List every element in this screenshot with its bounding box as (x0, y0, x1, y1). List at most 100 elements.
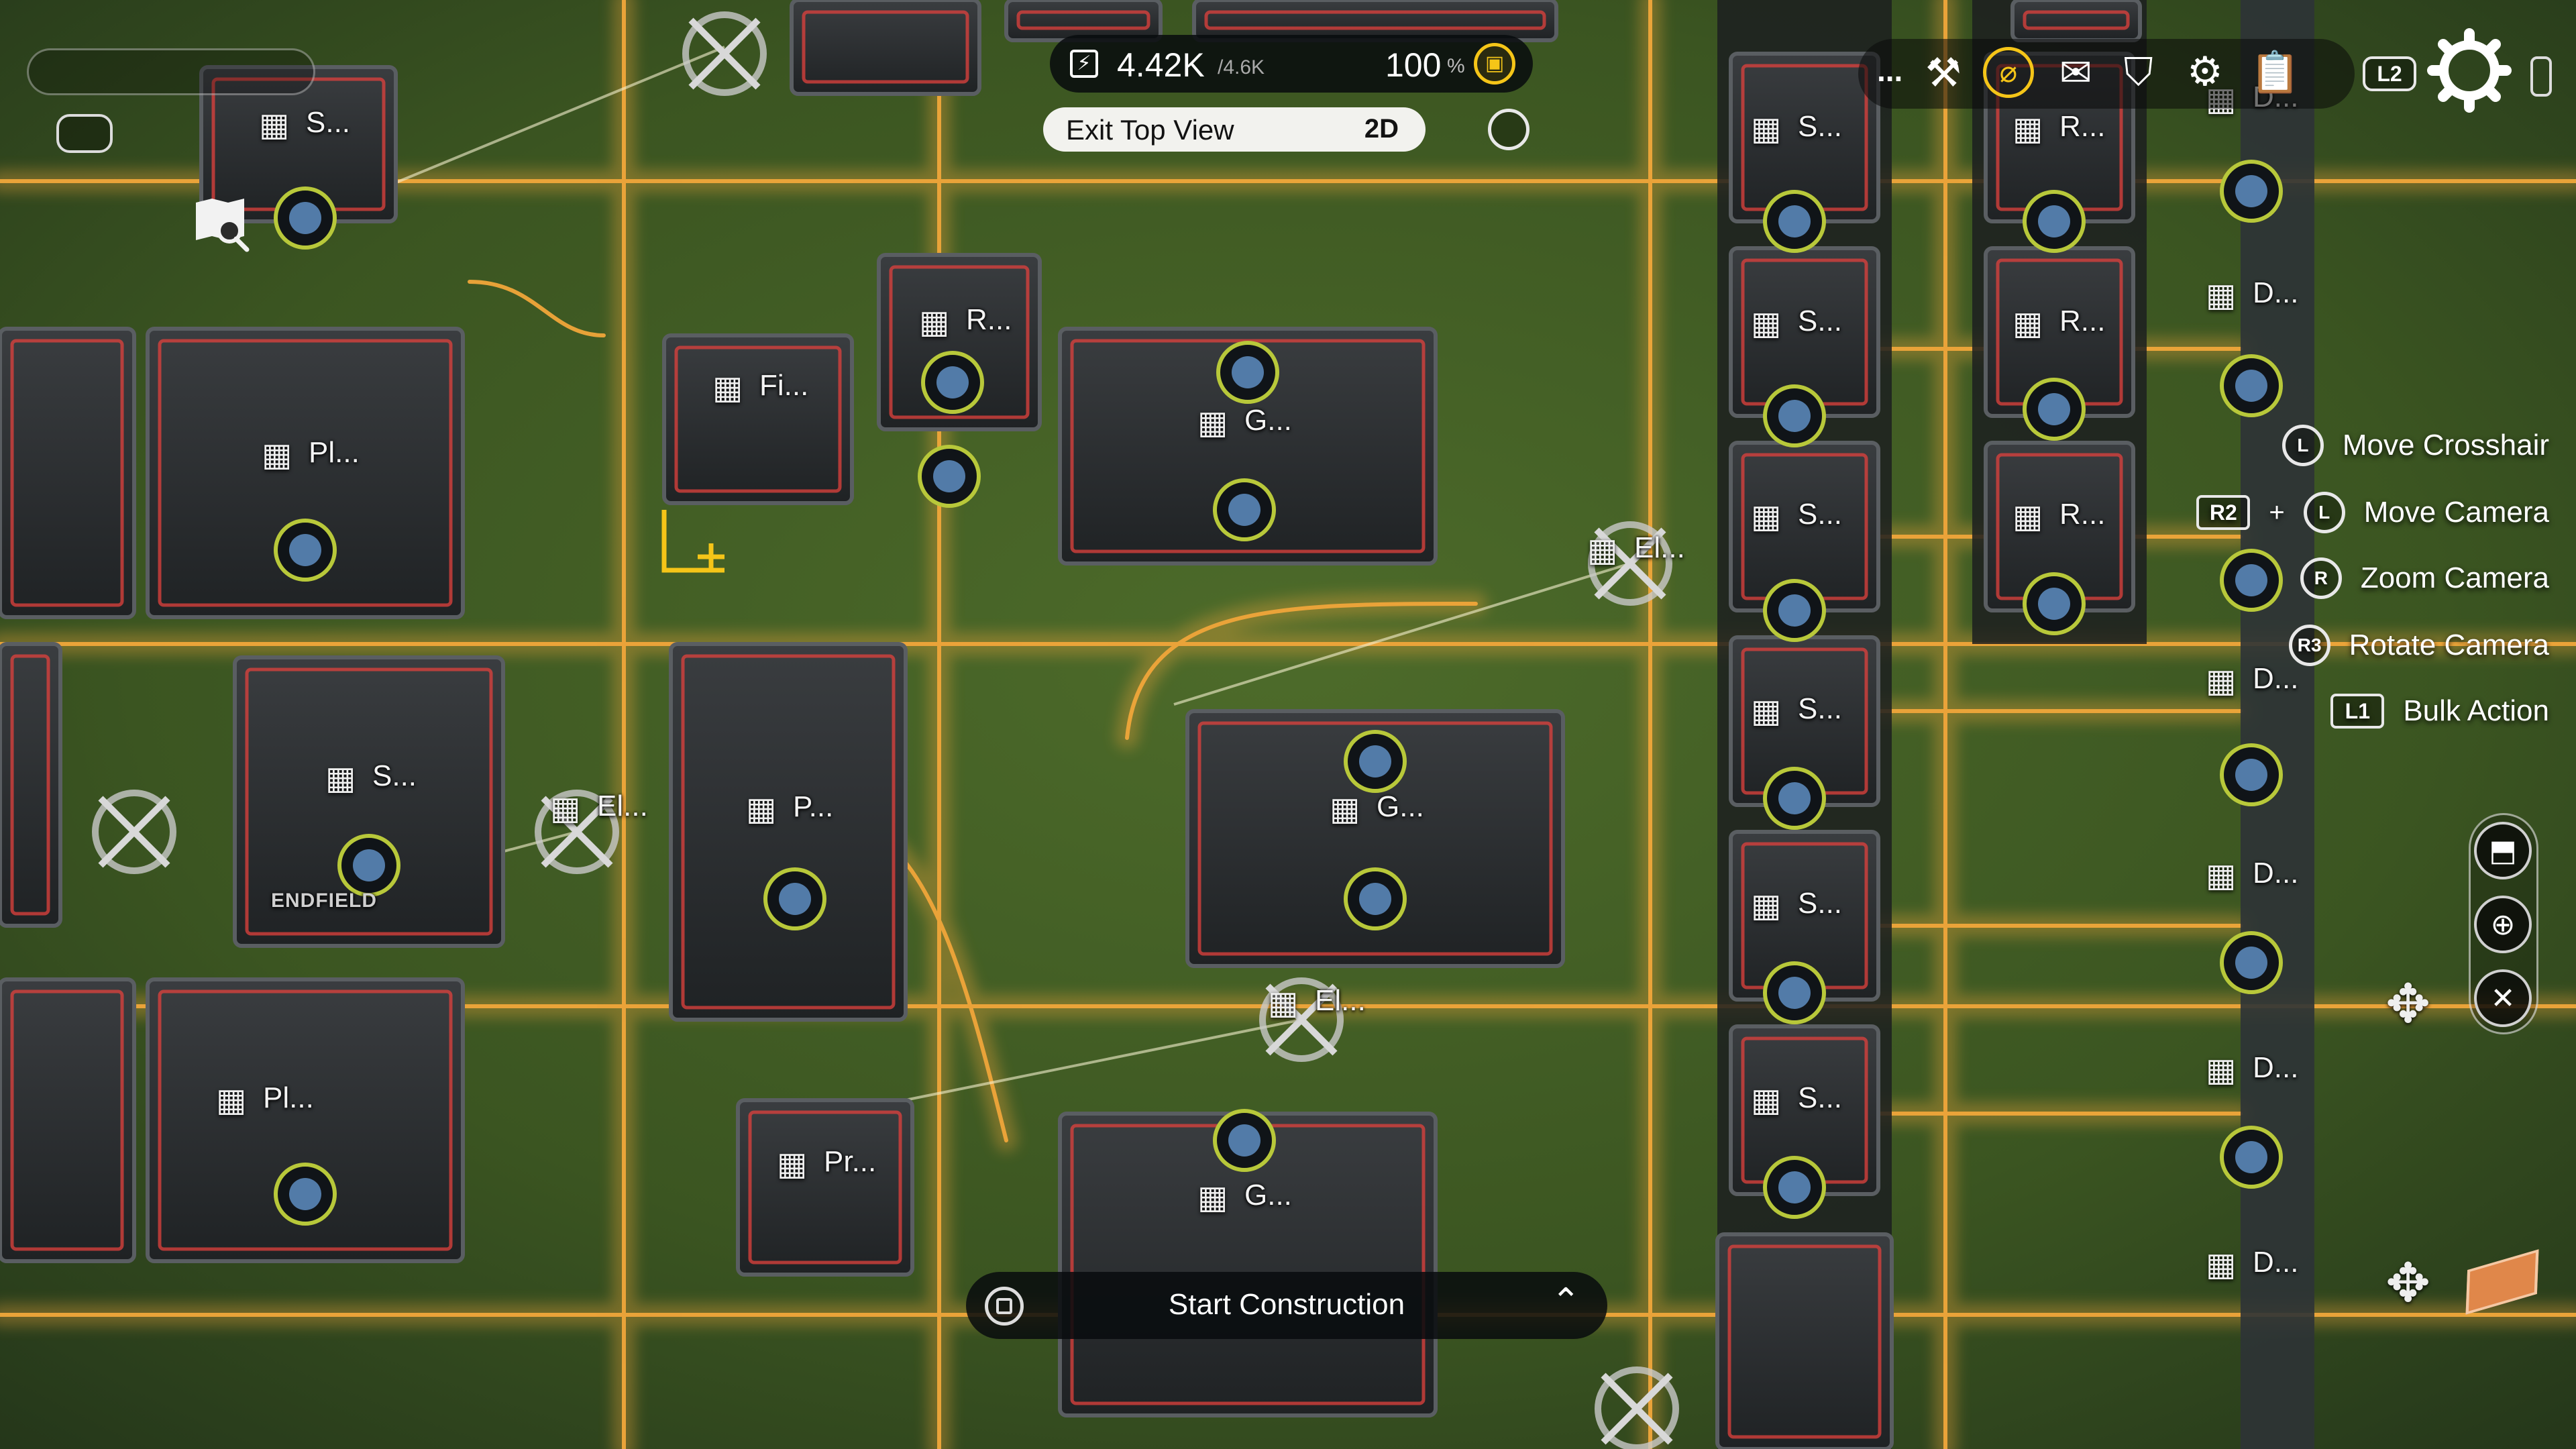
more-icon[interactable]: ... (1877, 53, 1903, 88)
item-marker (2220, 549, 2283, 612)
factory-building[interactable] (1004, 0, 1163, 42)
building-type-icon: ▦ (262, 437, 292, 473)
item-marker (1344, 867, 1407, 930)
dismantle-icon[interactable]: ✕ (2474, 969, 2532, 1027)
relay-pylon[interactable] (92, 790, 176, 874)
controller-button-l: L (2282, 425, 2324, 466)
building-label: Pl... (309, 436, 360, 469)
building-type-icon: ▦ (1751, 1083, 1782, 1118)
factory-building[interactable] (146, 327, 465, 619)
tool-logistics-icon[interactable]: ⚒ (1925, 50, 1962, 95)
building-type-icon: ▦ (712, 370, 743, 406)
control-hint-label: Zoom Camera (2360, 561, 2549, 594)
item-marker (274, 1163, 337, 1226)
factory-building[interactable] (662, 333, 854, 505)
building-type-icon: ▦ (1751, 694, 1782, 729)
item-marker (1763, 579, 1826, 642)
building-label: R... (2059, 110, 2106, 143)
side-tool-panel: ⬒ ⊕ ✕ (2469, 813, 2538, 1034)
settings-gear-icon[interactable] (2427, 28, 2512, 113)
item-marker (1344, 730, 1407, 793)
building-type-icon: ▦ (1268, 985, 1299, 1021)
item-marker (2220, 931, 2283, 994)
map-search-icon[interactable] (192, 196, 252, 252)
factory-building[interactable] (669, 642, 908, 1022)
factory-building[interactable] (736, 1098, 914, 1277)
factory-building[interactable] (146, 977, 465, 1263)
building-type-icon: ▦ (2206, 858, 2237, 894)
factory-building[interactable] (790, 0, 981, 96)
start-construction-label: Start Construction (1168, 1288, 1405, 1321)
dpad-icon: ✥ (2385, 974, 2431, 1034)
tool-power-icon[interactable]: ⌀ (1983, 47, 2034, 98)
controller-button-r: R (2300, 557, 2342, 599)
expand-up-icon[interactable]: ⌃ (1551, 1282, 1580, 1321)
building-label: Pr... (824, 1145, 877, 1178)
item-marker (1213, 478, 1276, 541)
relay-pylon[interactable] (1588, 521, 1672, 606)
building-label: D... (2253, 857, 2299, 890)
relay-pylon[interactable] (682, 11, 767, 96)
building-type-icon: ▦ (1751, 111, 1782, 147)
tool-clipboard-icon[interactable]: 📋 (2250, 50, 2300, 95)
building-label: S... (1798, 692, 1843, 725)
relay-pylon[interactable] (1595, 1366, 1679, 1449)
factory-building[interactable] (0, 642, 62, 928)
building-label: G... (1244, 404, 1292, 437)
factory-building[interactable] (0, 327, 136, 619)
building-type-icon: ▦ (746, 792, 777, 827)
right-stick-icon[interactable] (1488, 109, 1529, 150)
building-label: S... (1798, 305, 1843, 337)
menu-handle-icon[interactable] (2530, 56, 2552, 97)
building-label: P... (793, 790, 834, 823)
tool-gear-icon[interactable]: ⚙ (2187, 49, 2223, 94)
building-label: R... (2059, 498, 2106, 531)
top-toolbar: ... ⚒ ⌀ ✉ ⛉ ⚙ 📋 (1858, 39, 2355, 109)
blueprint-icon[interactable]: ⬒ (2474, 822, 2532, 879)
factory-building[interactable] (1715, 1232, 1894, 1449)
item-marker (2220, 354, 2283, 417)
building-type-icon: ▦ (1330, 792, 1360, 827)
tool-mail-icon[interactable]: ✉ (2059, 51, 2092, 95)
start-construction-bar[interactable]: Start Construction ⌃ (966, 1272, 1607, 1339)
l2-button[interactable]: L2 (2363, 56, 2416, 91)
menu-grille-icon[interactable] (56, 114, 113, 153)
factory-building[interactable] (2010, 0, 2142, 42)
relay-pylon[interactable] (535, 790, 619, 874)
item-marker (2220, 1126, 2283, 1189)
item-marker (2023, 572, 2086, 635)
item-marker (1763, 767, 1826, 830)
control-hint-row: R Zoom Camera (2300, 551, 2549, 605)
minimap-bar[interactable] (27, 48, 315, 95)
building-type-icon: ▦ (1197, 1180, 1228, 1216)
factory-building[interactable] (877, 253, 1042, 431)
add-building-icon[interactable]: ⊕ (2474, 896, 2532, 953)
building-label: El... (1315, 984, 1366, 1017)
building-type-icon: ▦ (919, 305, 950, 340)
factory-building[interactable] (1192, 0, 1558, 42)
building-type-icon: ▦ (2206, 1247, 2237, 1283)
relay-pylon[interactable] (1259, 977, 1344, 1062)
building-type-icon: ▦ (2012, 499, 2043, 535)
exit-top-view-button[interactable]: Exit Top View 2D (1043, 107, 1426, 152)
item-marker (763, 867, 826, 930)
item-marker (1213, 1109, 1276, 1172)
factory-building[interactable] (1185, 709, 1565, 968)
power-status-bar: ⚡ 4.42K /4.6K 100 % ▣ (1050, 35, 1533, 93)
building-label: D... (2253, 276, 2299, 309)
building-label: S... (372, 759, 417, 792)
tool-shield-icon[interactable]: ⛉ (2124, 50, 2153, 94)
building-type-icon: ▦ (550, 791, 581, 826)
building-label: D... (2253, 662, 2299, 695)
building-type-icon: ▦ (1587, 533, 1618, 568)
control-hint-label: Bulk Action (2403, 694, 2549, 727)
factory-building[interactable] (0, 977, 136, 1263)
factory-building[interactable] (233, 655, 505, 948)
item-marker (921, 351, 984, 414)
building-label: S... (1798, 887, 1843, 920)
building-type-icon: ▦ (2206, 1053, 2237, 1088)
item-marker (1216, 341, 1279, 404)
